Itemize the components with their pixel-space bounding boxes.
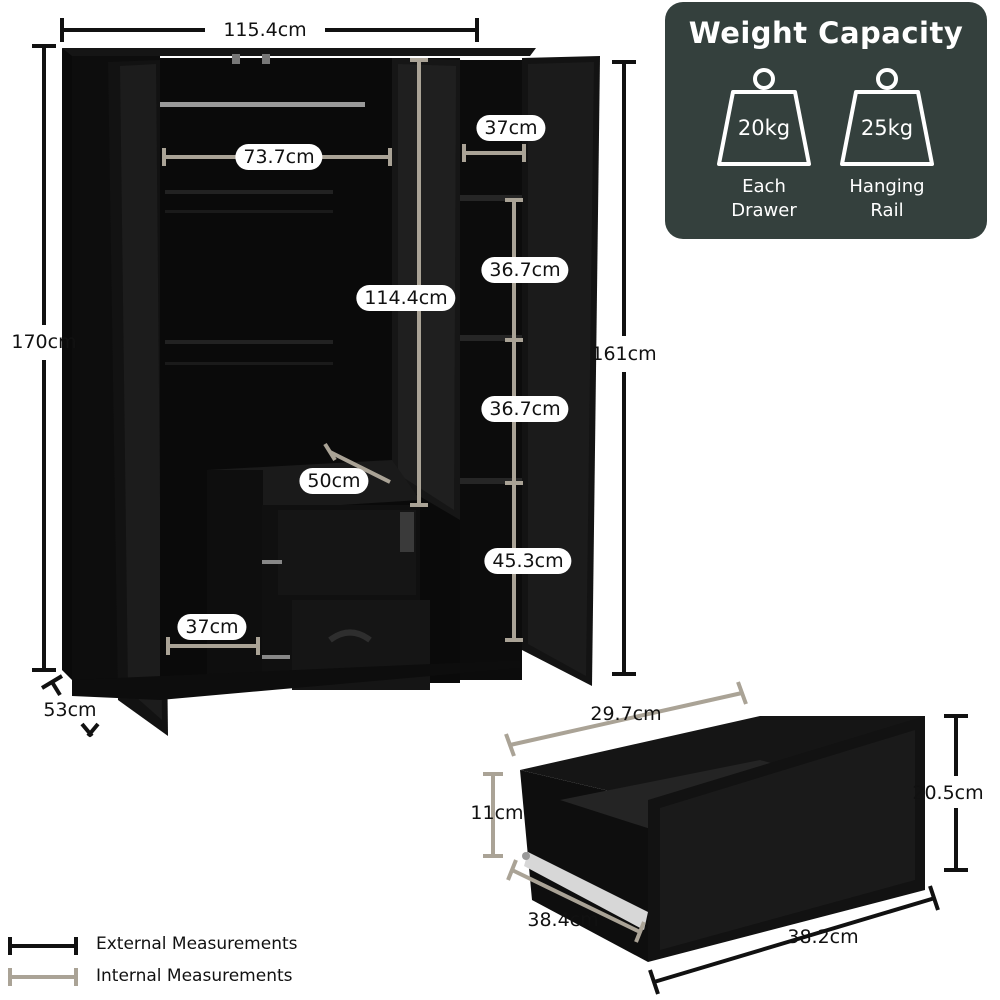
drawer-caption-line1: Each [742,176,786,197]
rail-weight-value: 25kg [860,116,914,140]
door-height-label: 161cm [591,343,657,365]
rail-caption-line2: Rail [870,200,904,221]
shelf-2-label: 36.7cm [481,396,569,422]
rail-weight-icon [840,68,934,166]
hanging-rail [160,102,365,107]
external-dimension-lines [32,18,968,995]
upper-drawer [278,510,416,595]
weight-capacity-panel: Weight Capacity 20kg 25kg Each Drawer Ha… [665,2,987,239]
drawer-unit-depth-label: 50cm [299,468,369,494]
drawer-inner-height-label: 11cm [470,802,524,824]
drawer-weight-caption: Each Drawer [704,175,824,223]
legend-internal: Internal Measurements [96,966,293,986]
drawer-outer-height-label: 20.5cm [912,782,984,804]
shelf-3-label: 45.3cm [484,548,572,574]
drawer-runner [524,852,648,930]
drawer-outer-width-label: 38.2cm [787,926,859,948]
legend-swatches [8,937,78,986]
drawer-weight-value: 20kg [737,116,791,140]
hanging-height-label: 114.4cm [356,285,456,311]
weight-icons [717,68,934,166]
legend-external: External Measurements [96,934,298,954]
shelf-1-label: 36.7cm [481,257,569,283]
shelf-width-label: 37cm [476,115,546,141]
height-label: 170cm [11,331,77,353]
weight-capacity-title: Weight Capacity [688,16,964,50]
rail-width-label: 73.7cm [235,144,323,170]
drawer-caption-line2: Drawer [731,200,797,221]
drawer-inner-depth-label: 38.4cm [527,909,599,931]
depth-label: 53cm [43,699,97,721]
rail-weight-caption: Hanging Rail [827,175,947,223]
bottom-width-label: 37cm [177,614,247,640]
rail-caption-line1: Hanging [849,176,925,197]
drawer-weight-icon [717,68,811,166]
shelf-section [460,60,522,680]
drawer-inner-width-label: 29.7cm [590,703,662,725]
width-label: 115.4cm [223,19,307,41]
wardrobe-illustration [62,48,600,736]
drawer-illustration [520,716,925,962]
